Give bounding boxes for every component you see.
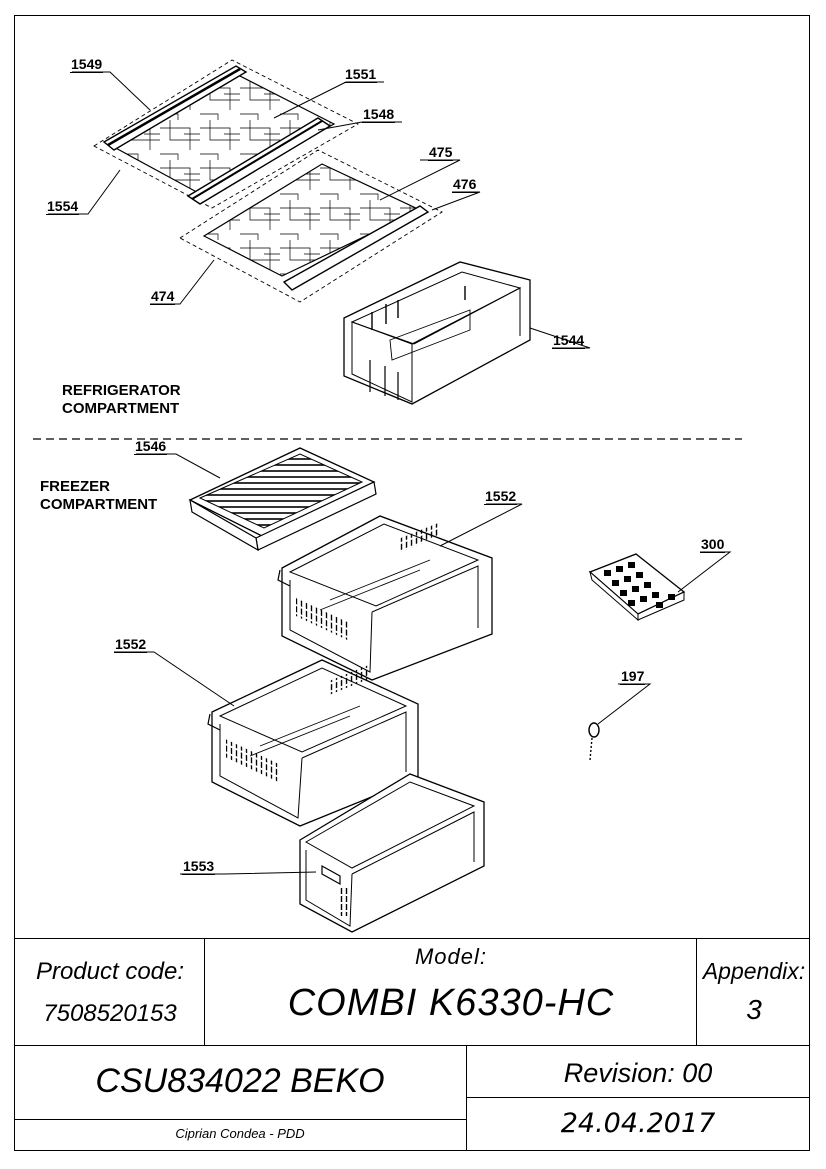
model-value: COMBI K6330-HC xyxy=(287,982,615,1024)
refrigerator-title-line1: REFRIGERATOR xyxy=(62,382,181,399)
appendix-label: Appendix: xyxy=(702,958,806,984)
glass-shelf-475 xyxy=(179,149,443,303)
title-block-left-divider xyxy=(14,1119,466,1120)
label-475: 475 xyxy=(428,144,454,161)
title-block-col1-divider xyxy=(204,938,205,1045)
label-197: 197 xyxy=(620,668,646,685)
label-1546: 1546 xyxy=(134,438,168,455)
glass-shelf-1551 xyxy=(93,59,359,209)
freezer-title-line1: FREEZER xyxy=(40,478,111,495)
drawing-frame xyxy=(14,15,810,1151)
label-1549: 1549 xyxy=(70,56,104,73)
title-block-right-divider xyxy=(466,1097,810,1098)
freezer-compartment-title: FREEZER COMPARTMENT xyxy=(40,478,157,514)
label-1544: 1544 xyxy=(552,332,586,349)
label-476: 476 xyxy=(452,176,478,193)
freezer-drawer-1553 xyxy=(299,773,485,933)
title-block-col3-divider xyxy=(466,1045,467,1151)
title-block xyxy=(14,938,810,1151)
label-1548: 1548 xyxy=(362,106,396,123)
label-1553: 1553 xyxy=(182,858,216,875)
date: 24.04.2017 xyxy=(560,1108,716,1139)
freezer-drawer-1552-lower xyxy=(207,659,419,827)
label-300: 300 xyxy=(700,536,726,553)
hanger-197 xyxy=(588,722,600,761)
appendix-value: 3 xyxy=(746,994,762,1025)
refrigerator-title-line2: COMPARTMENT xyxy=(62,400,180,417)
label-1552-lower: 1552 xyxy=(114,636,148,653)
author: Ciprian Condea - PDD xyxy=(175,1126,305,1141)
label-474: 474 xyxy=(150,288,176,305)
label-1554: 1554 xyxy=(46,198,80,215)
freezer-shelf-1546 xyxy=(188,447,377,552)
revision: Revision: 00 xyxy=(563,1058,713,1088)
label-1552-upper: 1552 xyxy=(484,488,518,505)
model-label: Model: xyxy=(414,944,488,969)
freezer-drawer-1552-upper xyxy=(277,515,493,681)
label-1551: 1551 xyxy=(344,66,378,83)
product-code-label: Product code: xyxy=(35,958,185,985)
crisper-box-1544 xyxy=(343,261,531,405)
freezer-title-line2: COMPARTMENT xyxy=(40,496,158,513)
title-block-row1-divider xyxy=(14,1045,810,1046)
refrigerator-compartment-title: REFRIGERATOR COMPARTMENT xyxy=(62,382,181,418)
product-code-value: 7508520153 xyxy=(43,1000,177,1027)
document-code: CSU834022 BEKO xyxy=(95,1062,385,1100)
title-block-col2-divider xyxy=(696,938,697,1045)
ice-tray-300 xyxy=(588,553,686,622)
